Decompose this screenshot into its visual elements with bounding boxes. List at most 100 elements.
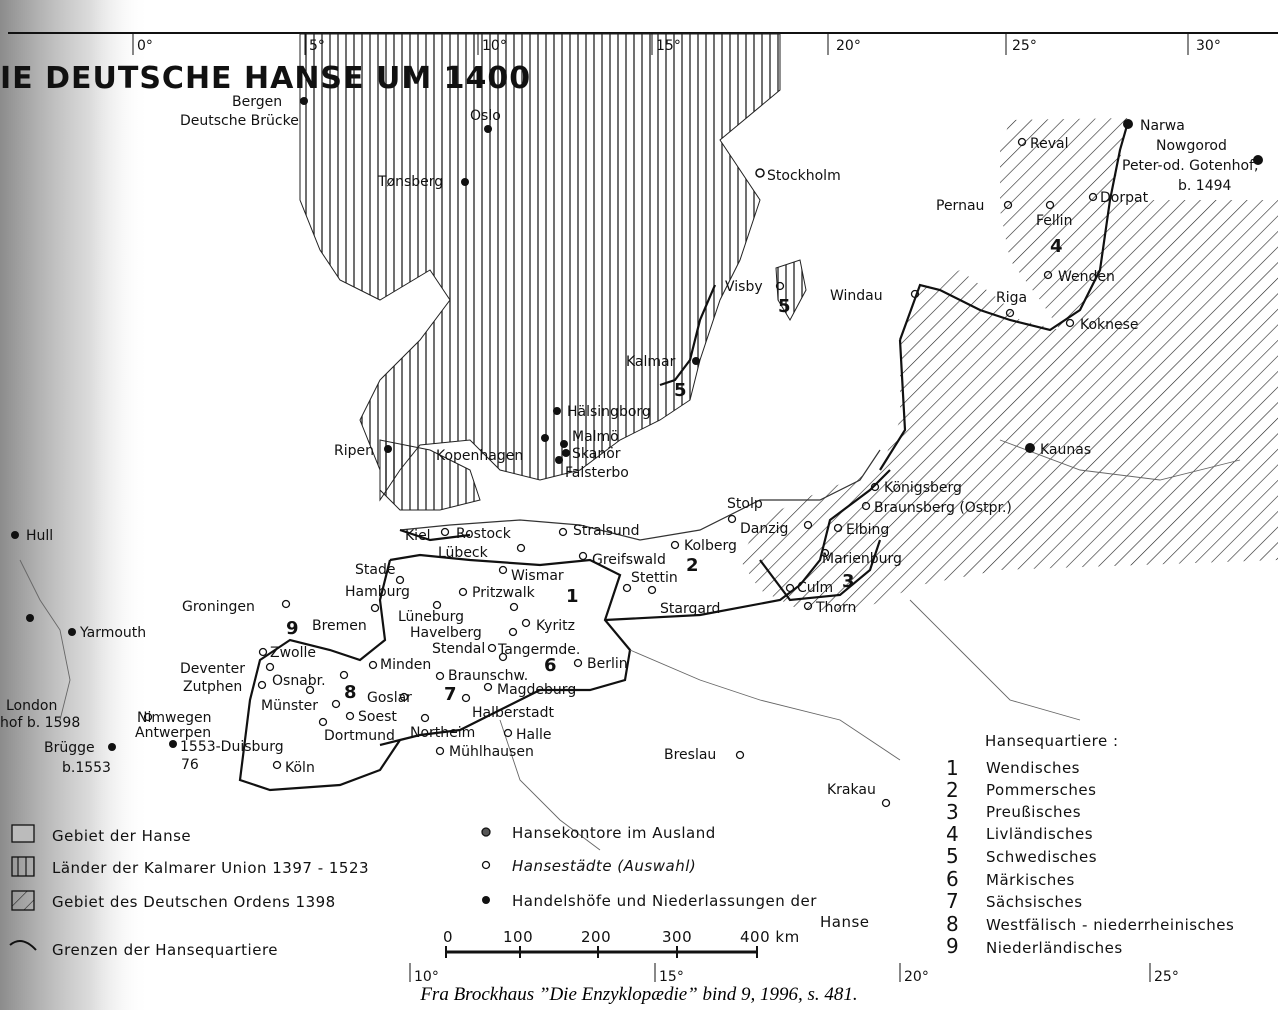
city-marker <box>562 449 570 457</box>
quarter-number: 8 <box>344 682 357 703</box>
city-marker <box>435 746 445 756</box>
city-marker <box>1017 137 1027 147</box>
city-label: Windau <box>830 288 883 304</box>
city-label: hof b. 1598 <box>0 715 80 731</box>
city-marker <box>461 693 471 703</box>
city-label: Rostock <box>456 526 512 542</box>
city-label: Skanör <box>572 446 621 462</box>
city-label: Peter-od. Gotenhof, <box>1122 158 1258 174</box>
legend-symbol-hof <box>482 896 490 904</box>
city-marker <box>1025 443 1035 453</box>
city-marker <box>461 178 469 186</box>
city-label: Tønsberg <box>377 174 443 190</box>
quarter-border-east <box>379 553 632 747</box>
river-elbe <box>499 719 601 851</box>
map-title: IE DEUTSCHE HANSE UM 1400 <box>0 61 531 96</box>
city-label: Narwa <box>1140 118 1185 134</box>
city-marker <box>68 628 76 636</box>
coastline <box>399 449 881 541</box>
city-label: Stade <box>355 562 395 578</box>
city-marker <box>727 514 737 524</box>
city-label: Greifswald <box>592 552 666 568</box>
city-label: Wismar <box>511 568 564 584</box>
legend-swatch-order <box>11 890 35 911</box>
city-label: Deutsche Brücke <box>180 113 299 129</box>
legend-label: Grenzen der Hansequartiere <box>52 941 278 959</box>
city-label: Zutphen <box>183 679 242 695</box>
river-vistula <box>909 599 1081 721</box>
city-marker <box>881 798 891 808</box>
degree-label: 20° <box>904 969 929 985</box>
quarter-list-name: Märkisches <box>986 871 1075 889</box>
city-label: Krakau <box>827 782 876 798</box>
city-marker <box>833 523 843 533</box>
city-marker <box>257 680 267 690</box>
city-marker <box>785 583 795 593</box>
city-label: Breslau <box>664 747 716 763</box>
city-marker <box>573 658 583 668</box>
quarter-list-number: 8 <box>946 912 959 936</box>
city-marker <box>458 587 468 597</box>
quarter-border-prussia <box>604 469 891 622</box>
city-marker <box>368 660 378 670</box>
city-marker <box>483 682 493 692</box>
city-marker <box>265 662 275 672</box>
kalmar-union-area <box>299 33 781 502</box>
city-marker <box>775 281 785 291</box>
city-marker <box>503 728 513 738</box>
city-marker <box>1043 270 1053 280</box>
legend-swatch-kalmar <box>11 856 35 877</box>
city-label: Tangermde. <box>497 642 580 658</box>
quarter-list-name: Sächsisches <box>986 893 1083 911</box>
city-label: Northeim <box>410 725 475 741</box>
city-marker <box>281 599 291 609</box>
quarter-number: 5 <box>778 296 791 317</box>
city-marker <box>26 614 34 622</box>
city-marker <box>258 647 268 657</box>
city-label: Marienburg <box>822 551 902 567</box>
city-label: Münster <box>261 698 318 714</box>
city-label: Havelberg <box>410 625 482 641</box>
city-marker <box>11 531 19 539</box>
city-label: Osnabr. <box>272 673 326 689</box>
legend-label: Hanse <box>820 913 870 931</box>
city-marker <box>1003 200 1013 210</box>
river-england <box>19 559 71 721</box>
quarter-number: 2 <box>686 555 699 576</box>
quarter-list-name: Schwedisches <box>986 848 1097 866</box>
city-label: 76 <box>181 757 199 773</box>
city-label: Halberstadt <box>472 705 555 721</box>
city-marker <box>509 602 519 612</box>
city-marker <box>861 501 871 511</box>
city-marker <box>370 603 380 613</box>
city-label: Braunschw. <box>448 668 528 684</box>
city-marker <box>498 652 508 662</box>
city-marker <box>395 575 405 585</box>
city-label: Malmö <box>572 429 619 445</box>
city-marker <box>169 740 177 748</box>
city-label: Zwolle <box>270 645 316 661</box>
city-label: Kiel <box>405 528 431 544</box>
city-marker <box>1005 308 1015 318</box>
city-label: Oslo <box>470 108 501 124</box>
quarter-border-livonia <box>898 121 1130 341</box>
city-label: Hull <box>26 528 53 544</box>
scale-tick-label: 400 km <box>740 928 800 946</box>
city-label: Hälsingborg <box>567 404 651 420</box>
quarter-list-name: Niederländisches <box>986 939 1123 957</box>
city-label: b.1553 <box>62 760 111 776</box>
quarter-number: 5 <box>674 380 687 401</box>
degree-labels-bottom: 10° 15° 20° 25° <box>409 963 1179 985</box>
river-memel <box>999 439 1241 481</box>
city-label: Riga <box>996 290 1027 306</box>
city-label: Brügge <box>44 740 95 756</box>
city-label: Halle <box>516 727 552 743</box>
city-label: Pernau <box>936 198 984 214</box>
quarter-number: 7 <box>444 684 457 705</box>
city-label: Magdeburg <box>497 682 576 698</box>
city-label: Wenden <box>1058 269 1115 285</box>
quarter-number: 4 <box>1050 236 1063 257</box>
quarter-list-number: 2 <box>946 778 959 802</box>
city-label: Koknese <box>1080 317 1139 333</box>
